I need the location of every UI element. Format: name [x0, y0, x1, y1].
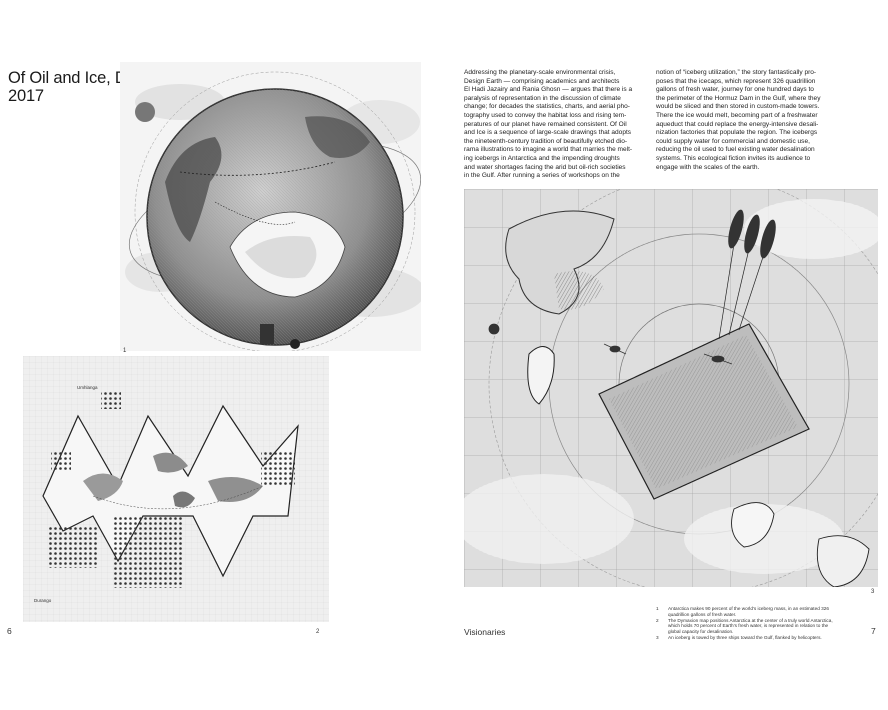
- dymaxion-map: [23, 356, 329, 622]
- body-text-line: and Ice is a sequence of large-scale dra…: [464, 129, 632, 137]
- body-text-line: aqueduct that could replace the energy-i…: [656, 120, 819, 128]
- body-text-column-2: notion of “iceberg utilization,” the sto…: [656, 69, 866, 172]
- caption-text: Antarctica makes 90 percent of the world…: [668, 606, 829, 618]
- body-text-line: El Hadi Jazairy and Rania Ghosn — argues…: [464, 86, 633, 94]
- map-label-bottom: Durango: [34, 598, 52, 603]
- body-text-line: the nineteenth-century tradition of beau…: [464, 137, 628, 145]
- figure-3-number: 3: [871, 589, 875, 595]
- right-page-number: 7: [871, 626, 876, 636]
- caption-text: An iceberg is towed by three ships towar…: [668, 635, 822, 641]
- body-text-line: notion of “iceberg utilization,” the sto…: [656, 69, 817, 76]
- caption-item: 3 An iceberg is towed by three ships towa…: [656, 635, 871, 641]
- caption-line: The Dymaxion map positions Antarctica at…: [668, 617, 833, 623]
- body-text-line: Addressing the planetary-scale environme…: [464, 69, 616, 76]
- figure-1-number: 1: [123, 348, 127, 354]
- body-text-column-1: Addressing the planetary-scale environme…: [464, 69, 664, 181]
- caption-line: Antarctica makes 90 percent of the world…: [668, 606, 829, 611]
- body-text-line: Design Earth — comprising academics and …: [464, 77, 620, 85]
- section-label: Visionaries: [464, 627, 506, 637]
- body-text-line: peratures of our planet have remained co…: [464, 120, 627, 128]
- dymaxion-drawing: [23, 356, 329, 622]
- body-text-line: tography used to convey the habitat loss…: [464, 111, 627, 119]
- body-text-line: nization factories that populate the reg…: [656, 129, 818, 137]
- iceberg-towing-illustration: [464, 189, 878, 587]
- body-text-line: could supply water for commercial and do…: [656, 137, 810, 145]
- figure-2-number: 2: [316, 629, 320, 635]
- caption-item: 2 The Dymaxion map positions Antarctica a…: [656, 618, 871, 635]
- body-text-line: the perimeter of the Hormuz Dam in the G…: [656, 94, 821, 102]
- body-text-line: would be sliced and then stored in custo…: [656, 103, 820, 111]
- body-text-line: rama illustrations to imagine a world th…: [464, 146, 633, 154]
- caption-item: 1 Antarctica makes 90 percent of the worl…: [656, 606, 871, 618]
- map-label-top: Umhlanga: [77, 385, 98, 390]
- body-text-line: ing icebergs in Antarctica and the impen…: [464, 154, 620, 162]
- body-text-line: poses that the icecaps, which represent …: [656, 77, 816, 85]
- caption-text: The Dymaxion map positions Antarctica at…: [668, 618, 833, 635]
- iceberg-drawing: [464, 189, 878, 587]
- globe-illustration: [120, 62, 421, 351]
- body-text-line: in the Gulf. After running a series of w…: [464, 172, 620, 180]
- figure-captions: 1 Antarctica makes 90 percent of the worl…: [656, 606, 871, 641]
- left-page-number: 6: [7, 626, 12, 636]
- globe-drawing: [120, 62, 421, 351]
- caption-line: global capacity for desalination.: [668, 629, 734, 635]
- caption-number: 1: [656, 606, 659, 611]
- body-text-line: and water shortages facing the arid but …: [464, 163, 626, 171]
- caption-number: 3: [656, 634, 659, 640]
- caption-line: which holds 70 percent of Earth’s fresh …: [668, 623, 829, 629]
- title-line-2: 2017: [8, 87, 44, 105]
- body-text-line: change; for decades the statistics, char…: [464, 103, 630, 111]
- body-text-line: paralysis of representation in the discu…: [464, 94, 621, 102]
- caption-line: quadrillion gallons of fresh water.: [668, 611, 737, 617]
- body-text-line: reducing the oil used to fuel existing w…: [656, 146, 815, 154]
- body-text-line: systems. This ecological fiction invites…: [656, 154, 811, 162]
- caption-number: 2: [656, 617, 659, 623]
- body-text-line: gallons of fresh water, journey for one …: [656, 86, 814, 94]
- body-text-line: engage with the scales of the earth.: [656, 163, 760, 171]
- caption-line: An iceberg is towed by three ships towar…: [668, 634, 822, 640]
- body-text-line: There the ice would melt, becoming part …: [656, 111, 818, 119]
